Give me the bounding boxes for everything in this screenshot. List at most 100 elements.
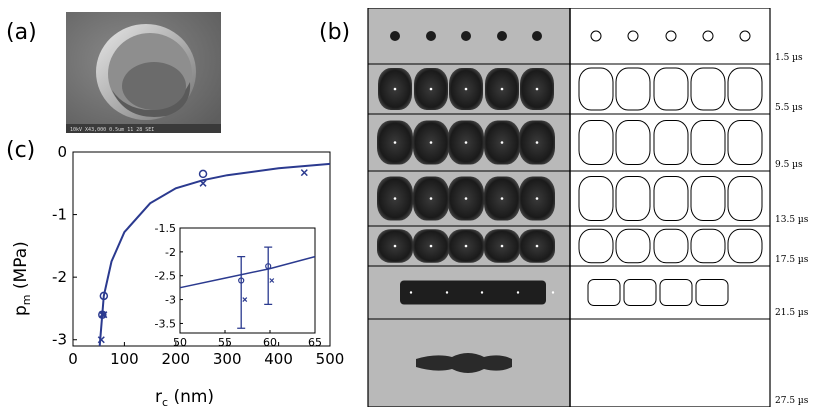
cross-marker (300, 169, 308, 177)
inset-circle-marker (265, 263, 272, 270)
sim-bubble-outline (653, 228, 689, 264)
bubble-highlight (500, 87, 504, 91)
inset-x-tick-label: 50 (173, 336, 187, 349)
bubble-highlight (500, 197, 504, 200)
sim-bubble-outline (690, 228, 726, 264)
bubble-nucleus (497, 31, 507, 41)
sim-bubble-outline (690, 67, 726, 111)
bubble-highlight (429, 87, 433, 91)
inset-y-tick-label: -2 (165, 246, 176, 259)
sim-bubble-outline (665, 30, 677, 42)
bubble-highlight (464, 244, 468, 248)
sim-bubble-outline (578, 67, 614, 111)
x-tick-label: 100 (110, 350, 139, 368)
bubble-highlight (464, 197, 468, 200)
y-tick-label: -3 (52, 331, 67, 349)
inset-x-tick-label: 55 (218, 336, 232, 349)
sim-bubble-outline (739, 30, 751, 42)
y-tick-label: -2 (52, 268, 67, 286)
plot-frame (72, 151, 331, 347)
inset-circle-marker (238, 277, 245, 284)
panel-label-b: (b) (319, 20, 351, 45)
inset-x-tick-label: 65 (308, 336, 322, 349)
bubble-highlight (535, 244, 539, 248)
sim-bubble-outline (587, 279, 621, 306)
inset-y-tick-label: -1.5 (155, 222, 176, 235)
cross-marker (97, 336, 105, 344)
y-axis-label: pm (MPa) (11, 241, 33, 316)
sequence-row: 1.5 µs (390, 30, 803, 63)
circle-marker (98, 310, 107, 319)
x-tick-label: 300 (213, 350, 242, 368)
bubble-nucleus (461, 31, 471, 41)
plot-ticks: 0 100 200 300 400 500 0 -1 -2 -3 (52, 143, 344, 368)
cross-marker (100, 311, 108, 319)
bubble-nucleus (390, 31, 400, 41)
time-label: 13.5 µs (775, 215, 809, 225)
sequence-row: 9.5 µs (377, 120, 803, 170)
time-label: 1.5 µs (775, 53, 803, 63)
inset-cross-marker (269, 278, 275, 283)
bubble-sequence: 1.5 µs 5.5 µs 9.5 µs 13.5 µs 17.5 µs 21.5 µs 2… (367, 8, 809, 407)
inset-x-tick-label: 60 (263, 336, 277, 349)
sim-bubble-outline (578, 176, 614, 221)
sim-bubble-outline (615, 176, 651, 221)
x-tick-label: 0 (68, 350, 78, 368)
x-tick-label: 400 (264, 350, 293, 368)
sequence-row: 27.5 µs (416, 353, 809, 406)
sim-bubble-outline (578, 120, 614, 165)
sim-bubble-outline (623, 279, 657, 306)
time-label: 21.5 µs (775, 308, 809, 318)
time-label: 17.5 µs (775, 255, 809, 265)
inset-axes-box (179, 227, 316, 334)
sim-bubble-outline (615, 228, 651, 264)
sim-bubble-outline (695, 279, 729, 306)
sequence-row: 5.5 µs (378, 67, 803, 113)
y-tick-label: 0 (57, 143, 67, 161)
sim-bubble-outline (653, 67, 689, 111)
fit-curve-line (98, 162, 331, 347)
sim-bubble-outline (653, 120, 689, 165)
cavity-floor (122, 62, 186, 110)
time-label: 5.5 µs (775, 103, 803, 113)
sequence-row: 17.5 µs (377, 228, 809, 265)
bubble-highlight (480, 291, 484, 294)
inset-y-tick-label: -3 (165, 294, 176, 307)
y-tick-label: -1 (52, 206, 67, 224)
sim-bubble-outline (578, 228, 614, 264)
x-tick-label: 500 (316, 350, 345, 368)
bubble-highlight (393, 197, 397, 200)
circle-marker (198, 169, 208, 179)
sim-bubble-outline (615, 67, 651, 111)
inset-cross-marker (242, 297, 248, 303)
time-label: 27.5 µs (775, 396, 809, 406)
sim-bubble-outline (702, 30, 714, 42)
bubble-highlight (500, 141, 504, 144)
sim-bubble-outline (727, 67, 763, 111)
bubble-highlight (409, 291, 413, 294)
sequence-row: 21.5 µs (400, 279, 809, 318)
bubble-highlight (464, 141, 468, 144)
sim-bubble-outline (615, 120, 651, 165)
data-points (97, 169, 308, 344)
bubble-highlight (535, 87, 539, 91)
bubble-highlight (393, 87, 397, 91)
pressure-radius-plot: 0 100 200 300 400 500 0 -1 -2 -3 50 55 60 65 -1.5 -2 -2… (11, 143, 344, 407)
bubble-nucleus (532, 31, 542, 41)
bubble-highlight (464, 87, 468, 91)
bubble-highlight (500, 244, 504, 248)
sequence-row: 13.5 µs (377, 176, 809, 225)
sim-bubble-outline (659, 279, 693, 306)
inset-fit-curve (179, 255, 316, 289)
bubble-highlight (429, 197, 433, 200)
sim-bubble-outline (653, 176, 689, 221)
panel-label-a: (a) (6, 20, 37, 45)
bubble-highlight (516, 291, 520, 294)
sim-bubble-outline (690, 120, 726, 165)
bubble-highlight (393, 244, 397, 248)
plot-axes-box (72, 151, 331, 347)
x-tick-label: 200 (161, 350, 190, 368)
bubble-collapse-image (416, 353, 512, 373)
panel-label-c: (c) (6, 138, 36, 163)
